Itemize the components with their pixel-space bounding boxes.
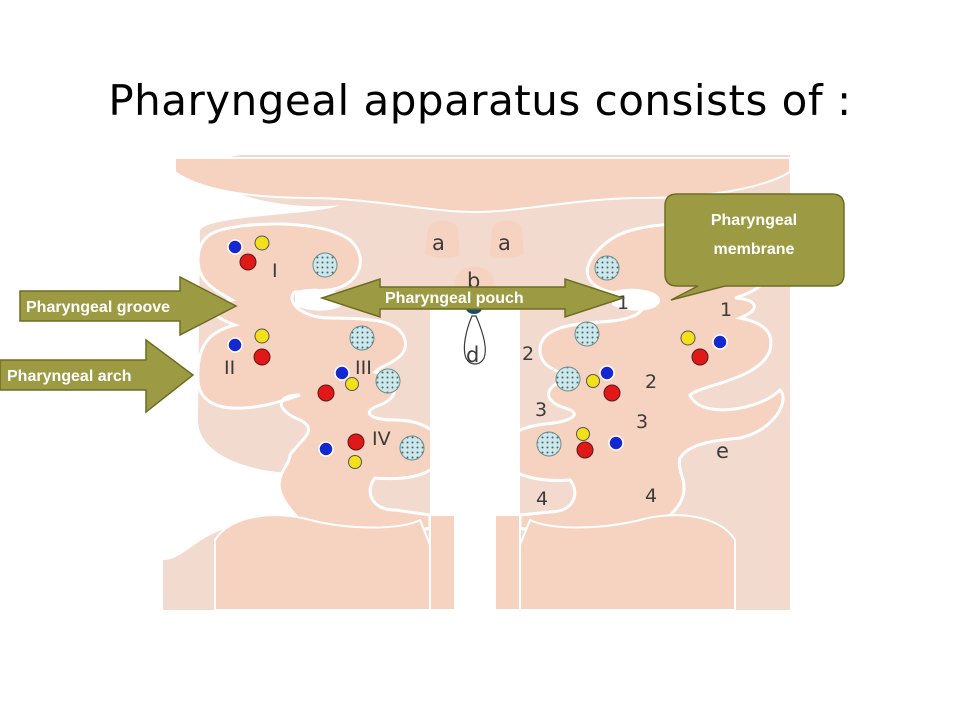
- callout-groove-label: Pharyngeal groove: [26, 299, 170, 316]
- label-arch-I: I: [272, 260, 278, 282]
- central-lumen-edges: [429, 514, 521, 611]
- callout-pharyngeal-pouch: Pharyngeal pouch: [319, 277, 626, 319]
- callout-pharyngeal-groove: Pharyngeal groove: [19, 275, 238, 337]
- structure-a-left: [425, 220, 460, 258]
- label-d: d: [466, 343, 479, 367]
- callout-pharyngeal-arch: Pharyngeal arch: [0, 338, 195, 414]
- label-pouch-3: 3: [535, 399, 547, 421]
- label-arch-III: III: [355, 357, 372, 379]
- callout-membrane-line2: membrane: [714, 241, 795, 258]
- label-arch-II: II: [224, 357, 235, 379]
- left-arch-IV-contents: [318, 433, 425, 469]
- label-a-left: a: [432, 231, 445, 255]
- left-arches: [196, 222, 445, 537]
- left-arch-II-contents: [227, 325, 375, 366]
- label-e: e: [716, 439, 729, 463]
- right-arch-4-contents: [536, 427, 624, 459]
- label-groove-3: 3: [636, 411, 648, 433]
- callout-arch-label: Pharyngeal arch: [7, 368, 132, 385]
- callout-membrane-line1: Pharyngeal: [711, 212, 797, 229]
- label-groove-4: 4: [645, 485, 657, 507]
- left-arch-I-contents: [227, 235, 338, 278]
- label-a-right: a: [498, 231, 511, 255]
- label-pouch-2: 2: [522, 343, 534, 365]
- left-lower-region: [214, 514, 431, 611]
- right-lower-region: [519, 514, 736, 611]
- structure-a-right: [490, 220, 524, 258]
- structure-d: [463, 315, 486, 365]
- callout-pharyngeal-membrane: Pharyngeal membrane: [664, 193, 845, 301]
- label-groove-2: 2: [645, 371, 657, 393]
- label-arch-IV: IV: [372, 428, 391, 450]
- head-region: [174, 157, 791, 214]
- right-pouch-slit: [612, 288, 660, 311]
- label-pouch-1: 1: [617, 292, 629, 314]
- label-pouch-4: 4: [536, 488, 548, 510]
- outer-space: [163, 155, 340, 560]
- right-arch-2-contents: [574, 321, 728, 366]
- callout-pouch-label: Pharyngeal pouch: [385, 290, 524, 307]
- label-groove-1: 1: [720, 299, 732, 321]
- slide-title: Pharyngeal apparatus consists of :: [108, 76, 852, 125]
- left-arch-III-contents: [317, 365, 401, 402]
- right-arch-3-contents: [555, 365, 621, 402]
